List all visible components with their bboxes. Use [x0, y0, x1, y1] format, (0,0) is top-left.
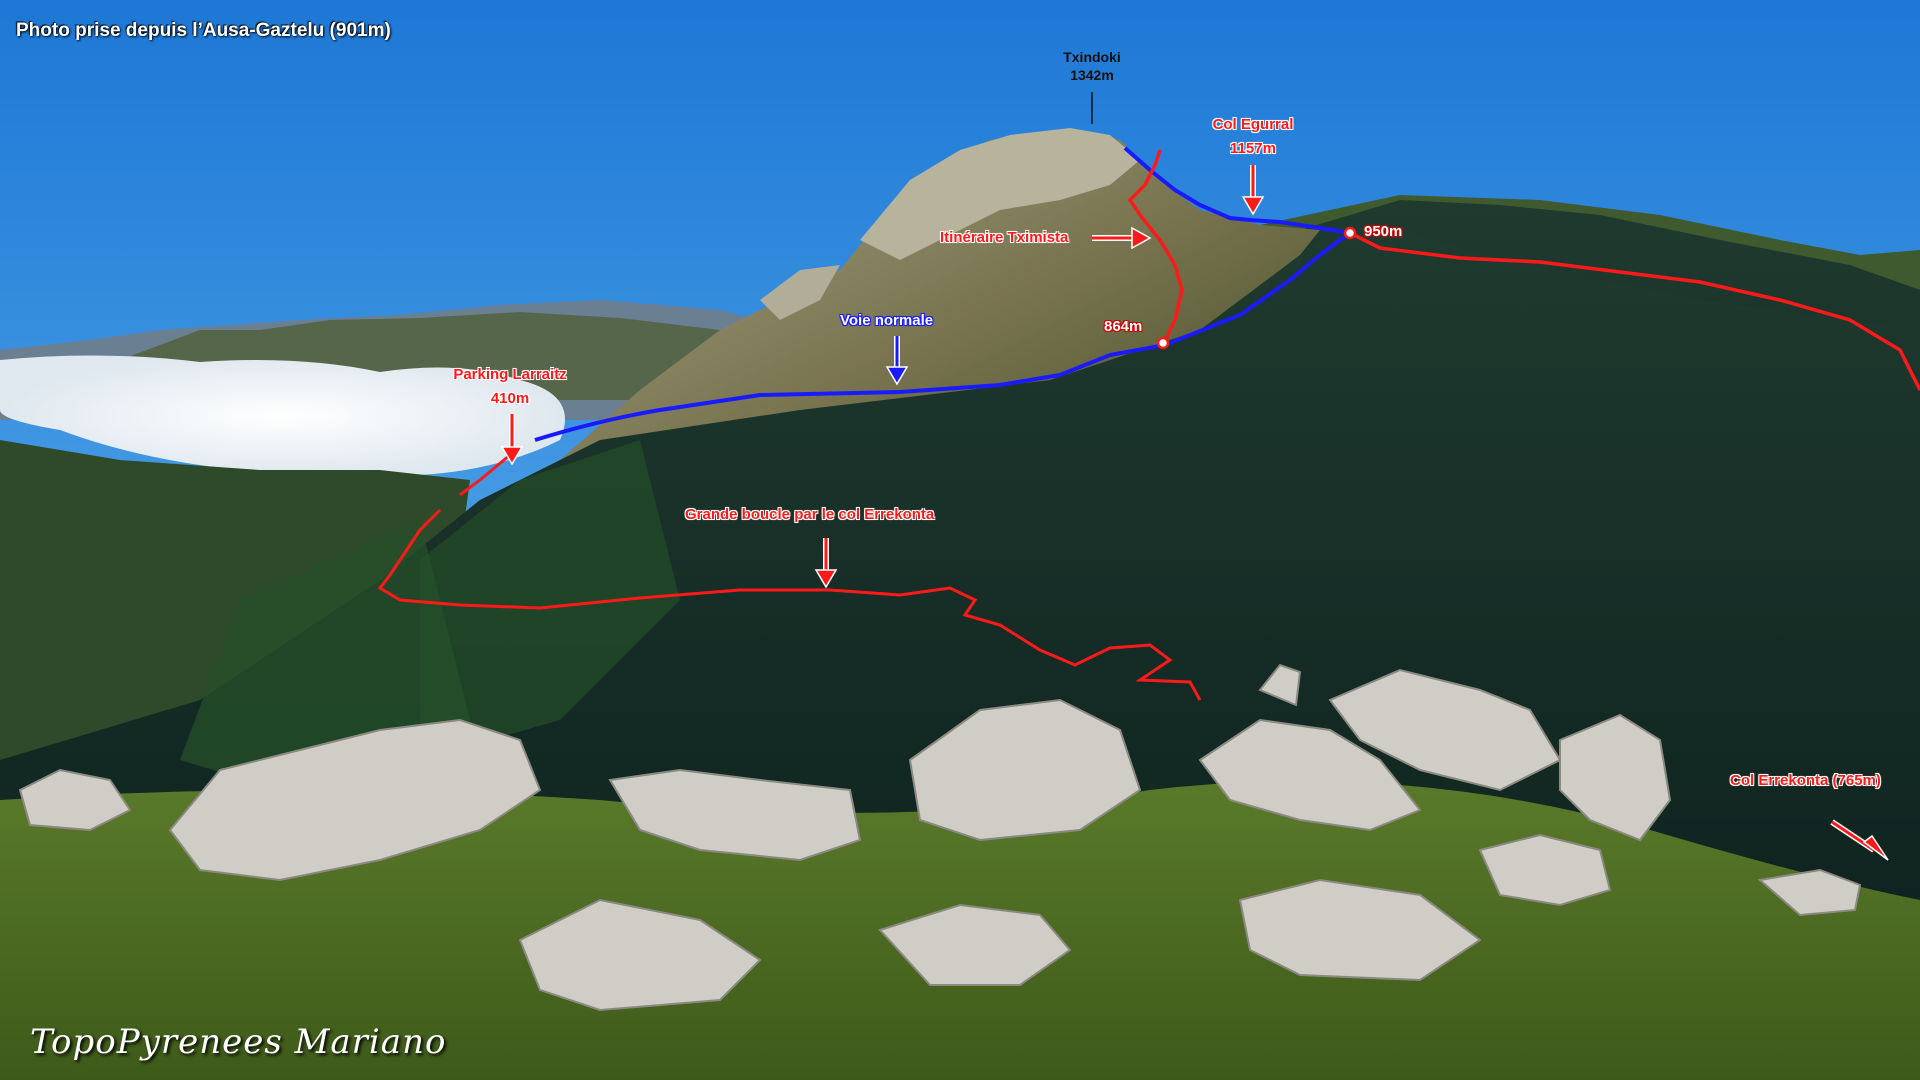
arrow-grande-boucle [814, 538, 838, 589]
summit-rock [860, 128, 1140, 260]
route-voie-normale [534, 146, 1356, 442]
arrow-col-errekonta [1830, 819, 1889, 861]
col-egurral-label: Col Egurral 1157m [1190, 116, 1316, 158]
arrow-col-egurral [1241, 165, 1265, 216]
waypoint-864m [1156, 336, 1170, 350]
parking-name: Parking Larraitz [453, 366, 567, 383]
voie-normale-label: Voie normale [840, 312, 934, 329]
grande-boucle-label: Grande boucle par le col Errekonta [685, 506, 935, 523]
sea-of-clouds [0, 355, 565, 477]
forest-patch [420, 440, 680, 760]
arrow-parking [500, 414, 524, 466]
col-egurral-name: Col Egurral [1212, 116, 1294, 133]
forest-patch [180, 520, 470, 790]
parking-larraitz-label: Parking Larraitz 410m [440, 366, 580, 408]
route-ridge [1349, 231, 1920, 391]
route-itineraire-tximista [1127, 149, 1184, 346]
photo-caption: Photo prise depuis l’Ausa-Gaztelu (901m) [16, 20, 391, 41]
col-errekonta-label: Col Errekonta (765m) [1730, 772, 1881, 789]
peak-name: Txindoki [1063, 49, 1121, 65]
waypoint-864m-label: 864m [1104, 318, 1143, 335]
arrow-voie-normale [885, 336, 909, 386]
peak-altitude: 1342m [1070, 67, 1114, 83]
foreground-rocks [18, 663, 1862, 1012]
parking-altitude: 410m [490, 390, 530, 407]
itineraire-tximista-label: Itinéraire Tximista [940, 229, 1069, 246]
route-grande-boucle [377, 453, 1202, 701]
rock-outcrop [760, 265, 840, 320]
waypoint-950m [1343, 226, 1357, 240]
col-egurral-altitude: 1157m [1230, 140, 1276, 157]
photographer-signature: TopoPyrenees Mariano [30, 1022, 447, 1062]
waypoint-950m-label: 950m [1364, 223, 1403, 240]
peak-label: Txindoki 1342m [1050, 48, 1134, 84]
arrow-itineraire [1092, 226, 1152, 250]
